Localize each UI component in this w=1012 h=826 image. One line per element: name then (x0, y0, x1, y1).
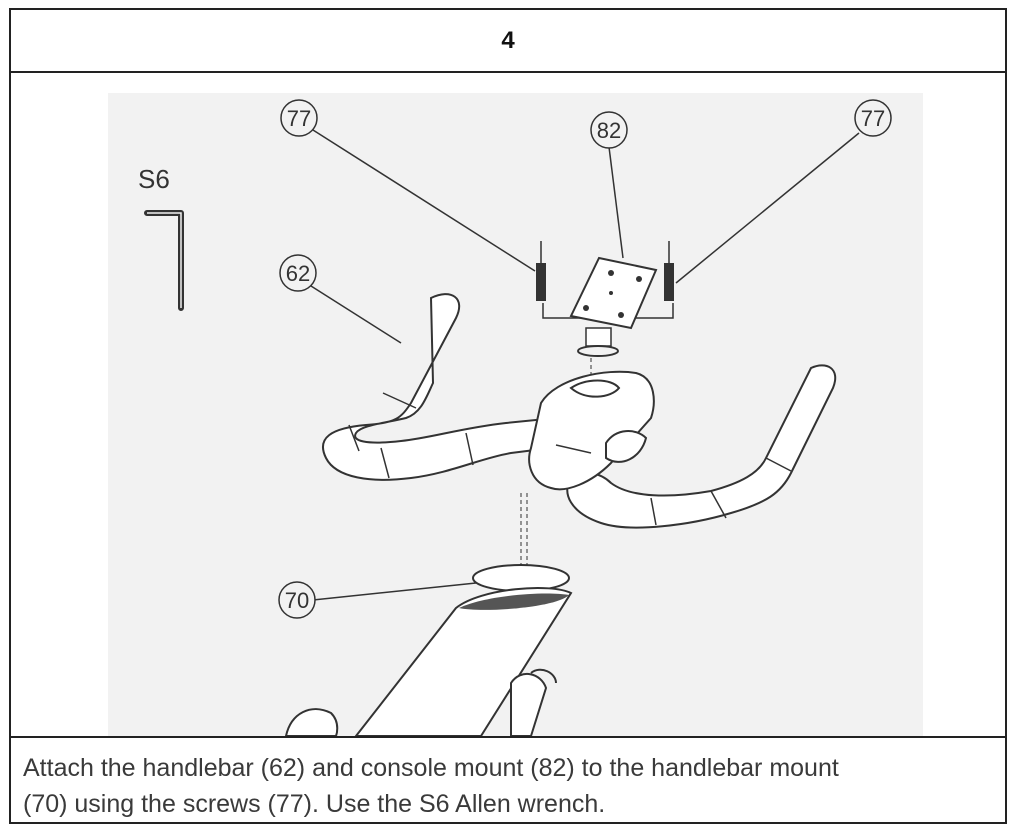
console-mount-plate-icon (569, 256, 658, 393)
allen-wrench-icon (144, 210, 184, 311)
handlebar-icon (321, 293, 837, 529)
screw-left-icon (536, 241, 546, 301)
handlebar-grip-lines (348, 392, 792, 526)
step-number: 4 (501, 26, 515, 54)
assembly-illustration: S6 77 82 77 62 70 (108, 93, 923, 736)
step-header: 4 (11, 10, 1005, 73)
callout-handlebar-mount: 70 (285, 588, 309, 613)
handlebar-mount-icon (284, 493, 573, 736)
callout-console-mount: 82 (597, 118, 621, 143)
callout-screw-left: 77 (287, 106, 311, 131)
tool-label: S6 (138, 164, 170, 194)
leader-lines (310, 129, 860, 601)
callout-screw-right: 77 (861, 106, 885, 131)
instruction-step-panel: 4 S6 (9, 8, 1007, 824)
callout-circles (278, 99, 892, 619)
instruction-text: Attach the handlebar (62) and console mo… (11, 738, 1005, 824)
callout-handlebar: 62 (286, 261, 310, 286)
instruction-line-1: Attach the handlebar (62) and console mo… (23, 754, 839, 782)
screw-right-icon (664, 241, 674, 301)
assembly-diagram: S6 77 82 77 62 70 (11, 73, 1005, 738)
instruction-line-2: (70) using the screws (77). Use the S6 A… (23, 790, 606, 818)
